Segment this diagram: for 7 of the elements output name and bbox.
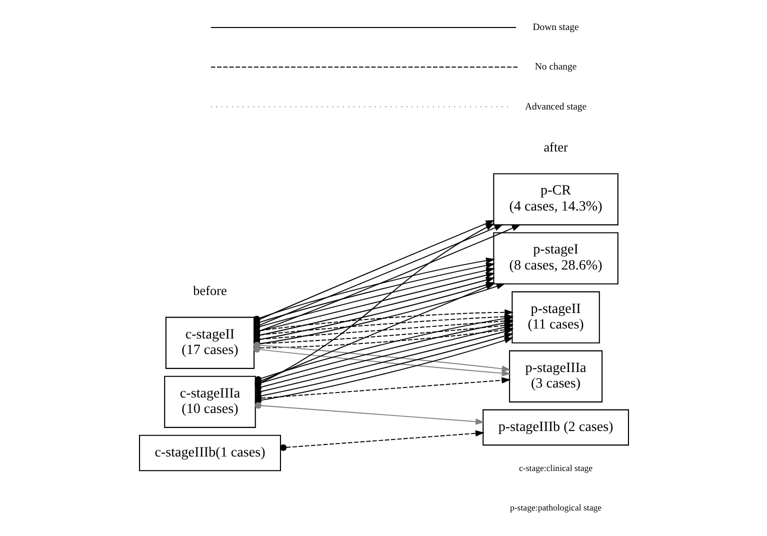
label: c-stage:clinical stage [518,463,592,474]
legend-label: No change [534,62,576,73]
label: after [543,139,568,154]
legend-label: Down stage [532,22,578,33]
label: before [192,282,226,298]
label: p-stage:pathological stage [509,502,602,513]
legend-label: Advanced stage [524,101,586,112]
